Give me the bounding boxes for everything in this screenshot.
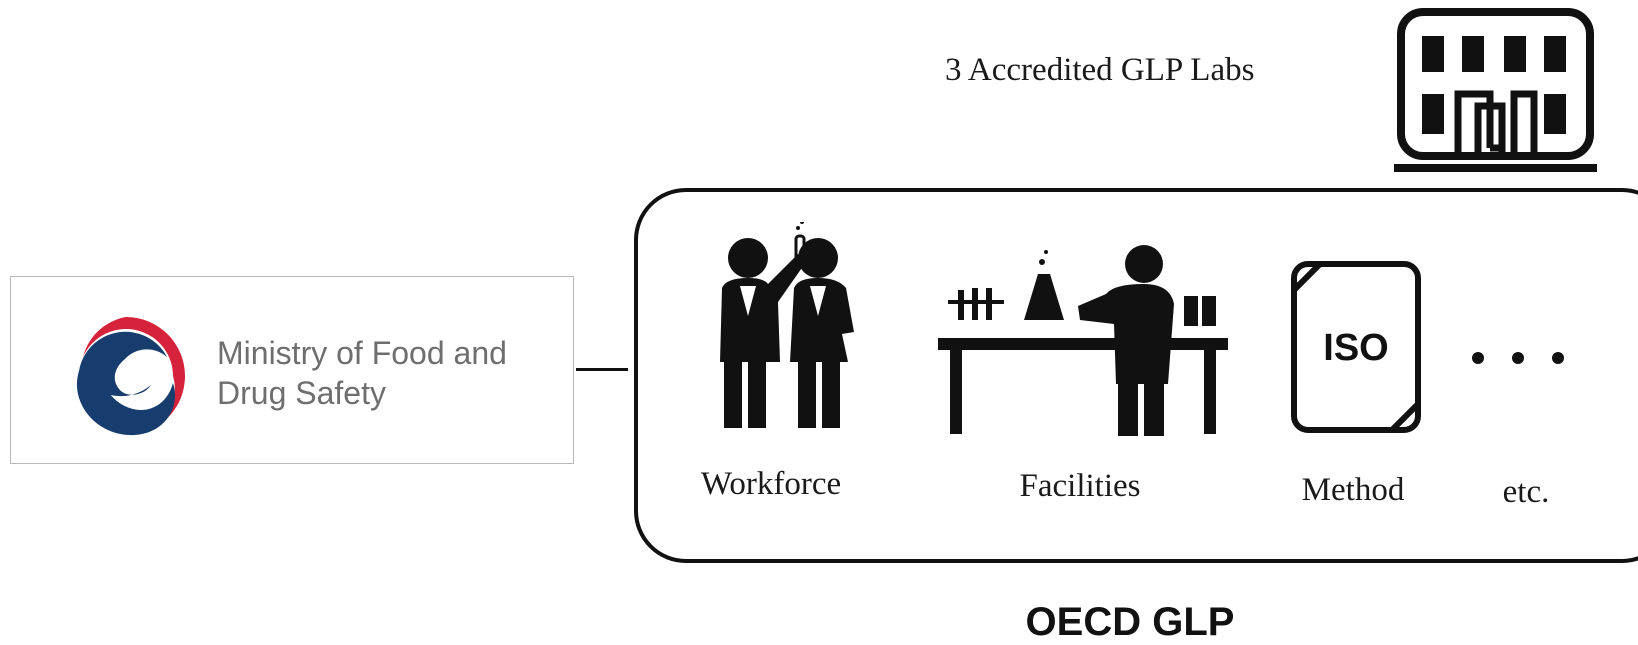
facilities-label: Facilities [1019, 468, 1141, 504]
standard-title: OECD GLP [1025, 600, 1235, 644]
laboratory-icon [938, 245, 1228, 436]
method-label: Method [1301, 472, 1405, 508]
building-icon [1394, 8, 1597, 172]
iso-document-icon: ISO [1291, 261, 1421, 433]
ministry-logo-box: Ministry of Food and Drug Safety [10, 276, 574, 464]
ellipsis-icon [1472, 352, 1564, 364]
scientists-icon [720, 222, 854, 428]
workforce-label: Workforce [700, 466, 842, 502]
taegeuk-emblem-icon [76, 317, 186, 436]
etc-label: etc. [1502, 474, 1550, 510]
requirements-box [634, 188, 1638, 563]
labs-caption: 3 Accredited GLP Labs [945, 52, 1255, 88]
connector-line [576, 368, 628, 371]
iso-text: ISO [1323, 327, 1388, 369]
ministry-name: Ministry of Food and Drug Safety [217, 335, 507, 411]
